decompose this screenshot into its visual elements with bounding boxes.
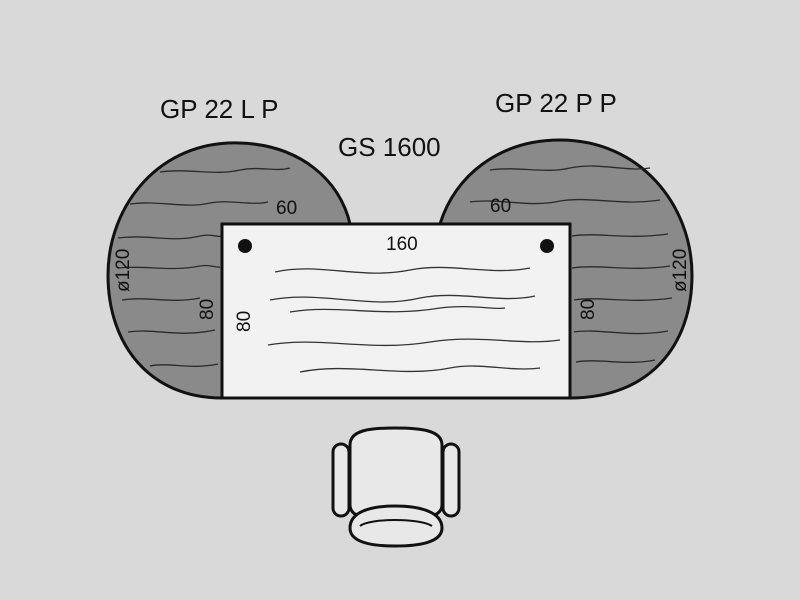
desk-width-label: 160 (386, 234, 418, 255)
right-extension-depth-label: 80 (578, 299, 599, 320)
left-extension-grain (117, 167, 291, 367)
left-extension-width-label: 60 (276, 198, 297, 219)
right-diameter-label: ø120 (670, 249, 691, 292)
left-diameter-label: ø120 (113, 249, 134, 292)
desk-grain (267, 266, 561, 373)
right-extension-grain (469, 165, 673, 363)
desk-depth-label: 80 (234, 311, 255, 332)
desk-name: GS 1600 (338, 132, 441, 162)
left-extension-depth-label: 80 (197, 299, 218, 320)
right-extension-width-label: 60 (490, 196, 511, 217)
office-chair-icon (331, 426, 461, 548)
left-extension-shape (106, 141, 352, 400)
left-extension-name: GP 22 L P (160, 94, 279, 124)
cable-hole-left-icon (238, 239, 252, 253)
right-extension-name: GP 22 P P (495, 88, 617, 118)
cable-hole-right-icon (540, 239, 554, 253)
